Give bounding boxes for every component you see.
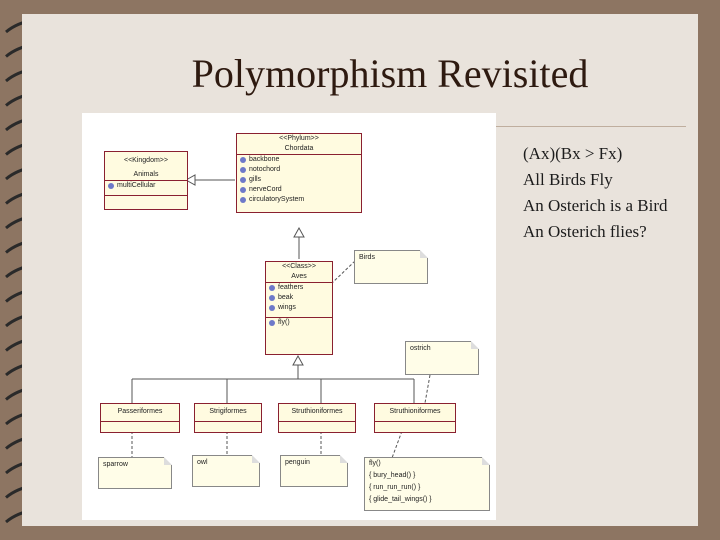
order-name: Struthioniformes	[389, 408, 441, 415]
inherit-arrow	[184, 174, 196, 186]
ostrich-note-text: ostrich	[410, 345, 431, 352]
note-anchor	[424, 374, 431, 404]
bullet-item: •An Osterich is a Bird	[490, 195, 700, 217]
order-class-box: Strigiformes	[194, 403, 262, 433]
aves-operation: fly()	[266, 318, 332, 328]
phylum-attribute: nerveCord	[237, 185, 361, 195]
bullet-list: •(Ax)(Bx > Fx) •All Birds Fly •An Osteri…	[490, 143, 700, 247]
order-name: Passeriformes	[117, 408, 163, 415]
order-name: Strigiformes	[209, 408, 247, 415]
birds-note: Birds	[354, 250, 428, 284]
order-name: Struthioniformes	[291, 408, 343, 415]
note-anchor	[391, 430, 403, 459]
note-anchor	[330, 260, 356, 285]
phylum-class-box: <<Phylum>> Chordata backbone notochord g…	[236, 133, 362, 213]
inherit-arrow	[293, 226, 305, 238]
kingdom-stereotype: <<Kingdom>>	[124, 157, 168, 164]
title-rule	[480, 126, 686, 127]
phylum-attribute: backbone	[237, 155, 361, 165]
owl-note: owl	[192, 455, 260, 487]
phylum-stereotype: <<Phylum>>	[279, 135, 319, 142]
phylum-name: Chordata	[284, 145, 314, 152]
bullet-text: (Ax)(Bx > Fx)	[523, 144, 623, 163]
aves-attribute: wings	[266, 303, 332, 313]
method-line: { glide_tail_wings() }	[369, 496, 432, 503]
kingdom-name: Animals	[133, 171, 159, 178]
bullet-text: All Birds Fly	[523, 170, 613, 189]
order-class-box: Struthioniformes	[278, 403, 356, 433]
bullet-item: •An Osterich flies?	[490, 221, 700, 243]
sparrow-note: sparrow	[98, 457, 172, 489]
sparrow-note-text: sparrow	[103, 461, 128, 468]
inherit-arrow	[292, 354, 304, 366]
slide-title: Polymorphism Revisited	[191, 51, 589, 96]
penguin-note-text: penguin	[285, 459, 310, 466]
phylum-attribute: circulatorySystem	[237, 195, 361, 205]
aves-attribute: beak	[266, 293, 332, 303]
method-line: { run_run_run() }	[369, 484, 421, 491]
order-class-box: Passeriformes	[100, 403, 180, 433]
aves-name: Aves	[291, 273, 307, 280]
phylum-attribute: gills	[237, 175, 361, 185]
bullet-text: An Osterich is a Bird	[523, 196, 668, 215]
method-line: { bury_head() }	[369, 472, 416, 479]
birds-note-text: Birds	[359, 254, 375, 261]
aves-class-box: <<Class>> Aves feathers beak wings fly()	[265, 261, 333, 355]
ostrich-note: ostrich	[405, 341, 479, 375]
kingdom-attribute: multiCellular	[105, 181, 187, 191]
phylum-attribute: notochord	[237, 165, 361, 175]
ostrich-method-note: fly() { bury_head() } { run_run_run() } …	[364, 457, 490, 511]
aves-stereotype: <<Class>>	[282, 263, 316, 270]
kingdom-class-box: <<Kingdom>> Animals multiCellular	[104, 151, 188, 210]
order-class-box: Struthioniformes	[374, 403, 456, 433]
penguin-note: penguin	[280, 455, 348, 487]
bullet-item: •(Ax)(Bx > Fx)	[490, 143, 700, 165]
uml-diagram: <<Kingdom>> Animals multiCellular <<Phyl…	[82, 113, 496, 520]
method-line: fly()	[369, 460, 381, 467]
bullet-text: An Osterich flies?	[523, 222, 647, 241]
aves-attribute: feathers	[266, 283, 332, 293]
uml-connectors	[131, 174, 431, 459]
owl-note-text: owl	[197, 459, 208, 466]
bullet-item: •All Birds Fly	[490, 169, 700, 191]
